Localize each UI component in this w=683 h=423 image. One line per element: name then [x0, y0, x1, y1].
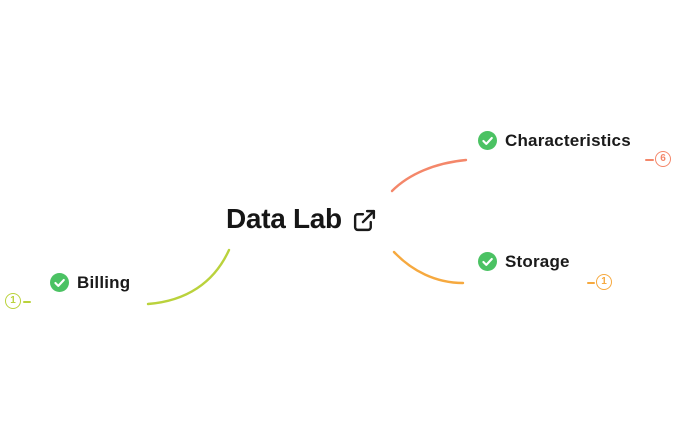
collapsed-count-badge-billing[interactable]: 1	[5, 293, 21, 309]
root-node-label[interactable]: Data Lab	[226, 203, 342, 234]
check-circle-icon[interactable]	[478, 131, 497, 150]
root-node[interactable]: Data Lab	[226, 203, 377, 235]
branch-line-characteristics	[390, 158, 468, 193]
badge-connector-line	[23, 301, 31, 303]
check-circle-icon[interactable]	[50, 273, 69, 292]
topic-node-characteristics[interactable]: Characteristics	[478, 130, 631, 151]
topic-node-storage[interactable]: Storage	[478, 251, 570, 272]
topic-label[interactable]: Characteristics	[505, 131, 631, 150]
topic-label[interactable]: Billing	[77, 273, 131, 292]
topic-label[interactable]: Storage	[505, 252, 570, 271]
external-link-icon[interactable]	[352, 208, 377, 233]
badge-connector-line	[645, 159, 654, 161]
topic-node-billing[interactable]: Billing	[50, 272, 130, 293]
collapsed-count-badge-characteristics[interactable]: 6	[655, 151, 671, 167]
check-circle-icon[interactable]	[478, 252, 497, 271]
branch-line-storage	[392, 250, 465, 285]
badge-connector-line	[587, 282, 595, 284]
branch-line-billing	[146, 248, 231, 306]
collapsed-count-badge-storage[interactable]: 1	[596, 274, 612, 290]
